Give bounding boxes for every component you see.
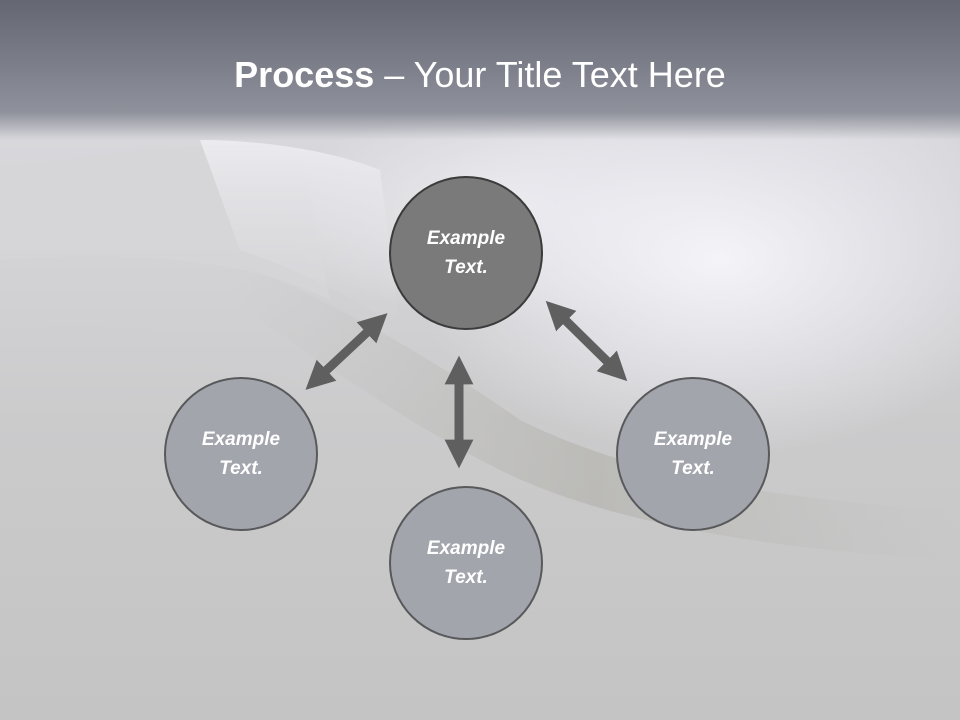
slide-title: Process – Your Title Text Here	[0, 52, 960, 98]
arrow-center-left	[305, 313, 388, 390]
arrow-center-right	[545, 300, 628, 382]
left-node-label: Example Text.	[201, 429, 281, 479]
title-band	[0, 0, 960, 140]
bottom-node-label: Example Text.	[426, 538, 506, 588]
right-node: Example Text.	[616, 377, 770, 531]
title-rest-part: – Your Title Text Here	[374, 54, 726, 95]
bottom-node: Example Text.	[389, 486, 543, 640]
right-node-label: Example Text.	[653, 429, 733, 479]
title-bold-part: Process	[234, 54, 375, 95]
center-node-label: Example Text.	[426, 228, 506, 278]
center-node: Example Text.	[389, 176, 543, 330]
left-node: Example Text.	[164, 377, 318, 531]
